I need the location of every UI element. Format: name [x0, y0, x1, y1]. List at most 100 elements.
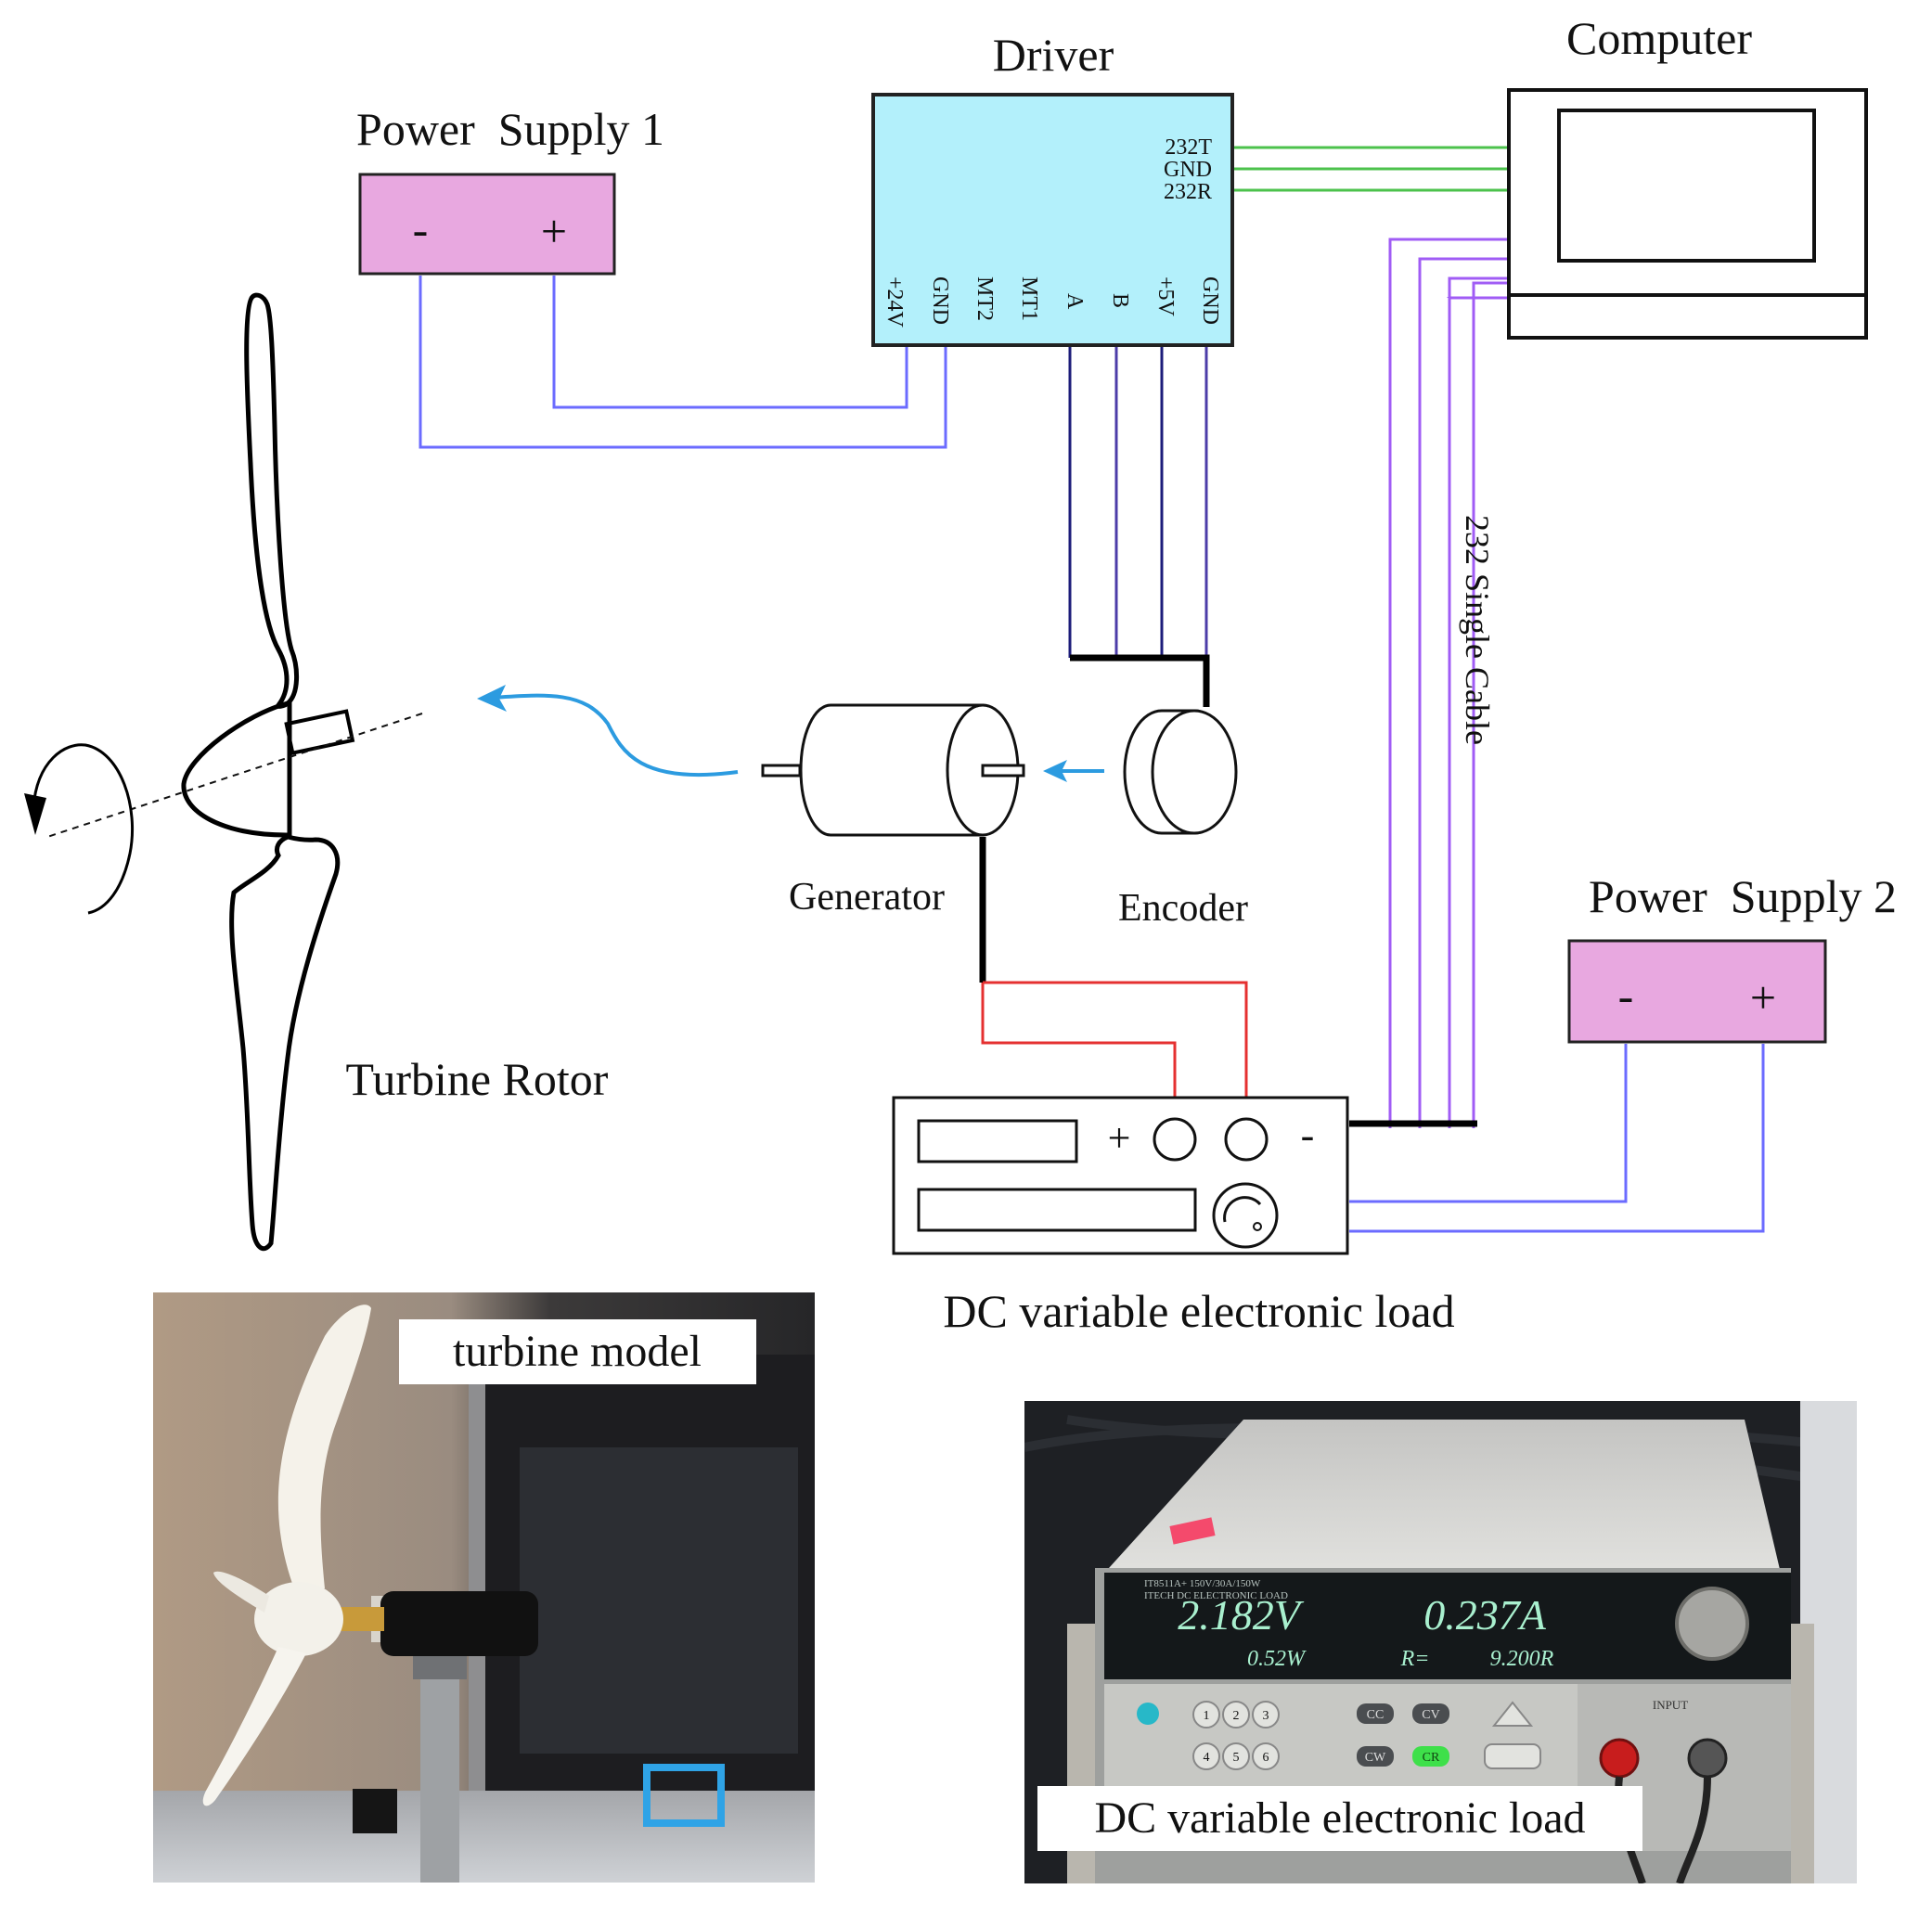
load-photo-caption: DC variable electronic load	[1094, 1793, 1585, 1843]
power-supply-1-positive: +	[541, 205, 567, 257]
load-photo-current: 0.237A	[1423, 1591, 1547, 1639]
power-supply-2-title: Power Supply 2	[1589, 870, 1897, 922]
load-photo-key-cc-label: CC	[1367, 1708, 1385, 1722]
encoder-label: Encoder	[1118, 887, 1248, 930]
driver-pin-b: B	[1108, 293, 1132, 308]
turbine-photo-lower-blade	[202, 1647, 306, 1806]
wire-ps1-negative	[419, 276, 947, 449]
load-photo-key-cr	[1412, 1746, 1449, 1767]
rotation-arrow	[24, 743, 135, 915]
load-photo-caption-box	[1037, 1786, 1642, 1851]
load-photo-key-6	[1252, 1742, 1280, 1770]
wire-purple-1	[1388, 238, 1511, 1128]
load-photo-device-top	[1109, 1420, 1782, 1577]
wire-ps1-positive	[552, 276, 908, 409]
encoder-face	[1151, 709, 1238, 835]
load-photo-key-1	[1192, 1701, 1220, 1729]
computer-block: Computer	[1507, 12, 1868, 340]
dc-load-knob-arc	[1223, 1196, 1262, 1223]
load-photo-key-cw-label: CW	[1365, 1751, 1386, 1765]
load-photo-terminal-negative	[1687, 1738, 1728, 1779]
load-photo-voltage: 2.182V	[1178, 1591, 1305, 1639]
driver-pin-gnd-2: GND	[1198, 276, 1222, 325]
power-supply-1-title: Power Supply 1	[356, 103, 664, 155]
load-photo-key-3	[1252, 1701, 1280, 1729]
turbine-photo-nacelle	[380, 1591, 538, 1656]
rotation-arrow-curve	[32, 743, 135, 915]
driver-pin-gnd-right: GND	[1164, 158, 1212, 182]
power-supply-2-box	[1567, 939, 1827, 1044]
dc-load-knob-dot	[1253, 1222, 1262, 1231]
load-photo-r-label: R=	[1400, 1647, 1430, 1671]
load-photo-resistance: 9.200R	[1490, 1647, 1554, 1671]
flow-arrows	[477, 685, 1104, 782]
driver-pin-5v: +5V	[1153, 276, 1178, 317]
turbine-photo-blue-frame	[643, 1764, 725, 1827]
generator-to-rotor-arrow	[491, 693, 739, 778]
dc-load-knob	[1212, 1182, 1279, 1249]
cable-label: 232 Single Cable	[1459, 515, 1496, 745]
load-photo-input-label: INPUT	[1653, 1698, 1688, 1712]
power-supply-2-negative: -	[1618, 970, 1634, 1022]
load-photo-key-2-label: 2	[1233, 1709, 1240, 1723]
generator-body	[799, 703, 985, 837]
load-photo-key-4-label: 4	[1204, 1751, 1210, 1765]
load-photo-key-cr-label: CR	[1423, 1751, 1440, 1765]
generator-right-shaft	[981, 764, 1025, 778]
turbine-rotor-label: Turbine Rotor	[346, 1053, 609, 1105]
turbine-photo-tunnel-wall	[520, 1447, 798, 1754]
driver-pin-mt1: MT1	[1017, 276, 1041, 321]
load-photo-model-1: IT8511A+ 150V/30A/150W	[1144, 1578, 1261, 1589]
driver-box	[871, 93, 1234, 347]
dc-load-display-large	[917, 1188, 1197, 1232]
encoder-cable-bundle	[1070, 654, 1210, 707]
power-supply-1: Power Supply 1 - +	[356, 103, 664, 276]
turbine-photo-hub	[254, 1582, 343, 1656]
driver-pin-232t: 232T	[1165, 135, 1212, 160]
load-photo-arrow-keys	[1484, 1743, 1541, 1769]
rotor-upper-blade	[244, 292, 300, 709]
load-photo-knob	[1675, 1587, 1749, 1661]
driver-pin-24v: +24V	[882, 276, 907, 328]
rotor-lower-blade	[229, 834, 341, 1252]
load-photo-terminal-positive	[1599, 1738, 1640, 1779]
rotor-axis-dashed	[44, 713, 423, 839]
load-photo-key-6-label: 6	[1263, 1751, 1269, 1765]
load-photo-key-3-label: 3	[1263, 1709, 1269, 1723]
load-photo-key-cc	[1357, 1703, 1394, 1724]
turbine-photo-caption-box	[399, 1319, 756, 1384]
driver-block: Driver 232T GND 232R +24V GND MT2 MT1 A …	[871, 29, 1234, 347]
generator-block	[761, 703, 1025, 837]
dc-load-positive-terminal	[1153, 1117, 1197, 1162]
turbine-photo-coupling	[336, 1607, 384, 1631]
dc-load-block: + -	[892, 1096, 1349, 1255]
wire-red-positive	[981, 983, 1177, 1124]
wires	[419, 146, 1765, 1233]
wire-purple-2	[1418, 257, 1511, 1128]
dc-load-negative-label: -	[1301, 1112, 1315, 1158]
driver-pin-a: A	[1063, 293, 1087, 310]
load-photo-key-5-label: 5	[1233, 1751, 1240, 1765]
turbine-photo-window-edge	[469, 1336, 485, 1819]
dc-load-label: DC variable electronic load	[943, 1285, 1454, 1337]
computer-screen	[1557, 109, 1816, 263]
load-photo-key-5	[1222, 1742, 1250, 1770]
load-photo-power-button	[1137, 1703, 1159, 1725]
encoder-to-generator-arrowhead	[1043, 760, 1067, 782]
load-photo-key-4	[1192, 1742, 1220, 1770]
computer-title: Computer	[1566, 12, 1752, 64]
turbine-photo-left-blade	[213, 1571, 269, 1613]
generator-left-shaft	[761, 764, 802, 778]
load-photo-key-2	[1222, 1701, 1250, 1729]
turbine-photo-upper-blade	[277, 1305, 371, 1591]
load-photo-key-cw	[1357, 1746, 1394, 1767]
load-photo-key-cv-label: CV	[1422, 1708, 1439, 1722]
load-photo-key-cv	[1412, 1703, 1449, 1724]
driver-pin-gnd: GND	[928, 276, 952, 325]
dc-load-negative-terminal	[1224, 1117, 1269, 1162]
power-supply-1-negative: -	[413, 203, 429, 255]
rotation-arrowhead	[24, 793, 46, 835]
turbine-photo-caption: turbine model	[453, 1327, 702, 1376]
wire-ps2-positive	[1349, 1044, 1765, 1233]
